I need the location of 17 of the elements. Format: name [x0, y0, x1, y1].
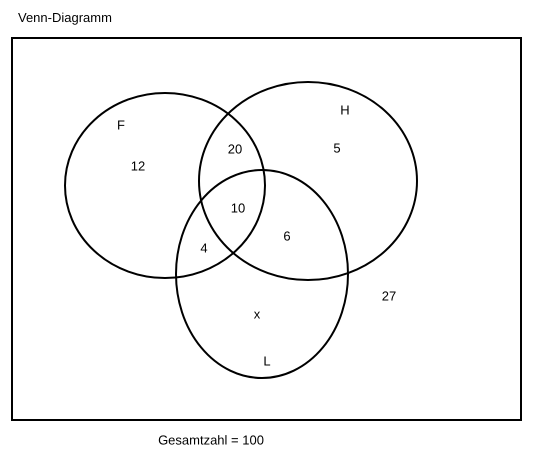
count-value: x: [254, 308, 260, 320]
count-value: 10: [230, 202, 246, 214]
count-value: 5: [333, 142, 341, 154]
diagram-title: Venn-Diagramm: [18, 10, 112, 26]
count-value: 20: [228, 142, 242, 156]
universe-rectangle: [11, 37, 522, 421]
set-label: H: [340, 104, 350, 116]
set-label: L: [263, 354, 271, 368]
venn-circle: [198, 81, 418, 281]
caption: Gesamtzahl = 100: [158, 434, 264, 446]
count-value: 27: [382, 290, 396, 302]
count-value: 6: [283, 230, 291, 242]
count-value: 12: [130, 160, 146, 172]
venn-circle: [175, 169, 349, 379]
venn-circle: [64, 92, 266, 279]
count-value: 4: [200, 242, 208, 254]
set-label: F: [117, 118, 125, 132]
